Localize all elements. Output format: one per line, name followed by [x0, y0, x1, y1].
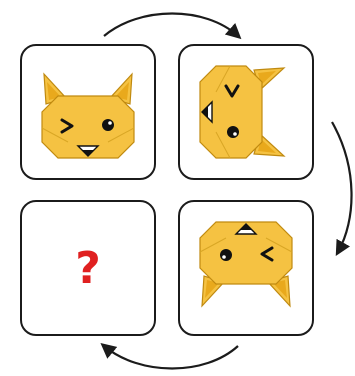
arrow-top [103, 12, 242, 40]
cat-face-rotated-90-icon [198, 64, 286, 160]
cat-face-upright-icon [40, 72, 136, 160]
card-bottom-right [178, 200, 314, 336]
arrow-right [331, 121, 353, 257]
question-mark: ? [75, 242, 101, 294]
cat-face-rotated-180-icon [198, 220, 294, 308]
card-top-left [20, 44, 156, 180]
card-top-right [178, 44, 314, 180]
arrow-bottom [100, 343, 239, 370]
card-bottom-left: ? [20, 200, 156, 336]
